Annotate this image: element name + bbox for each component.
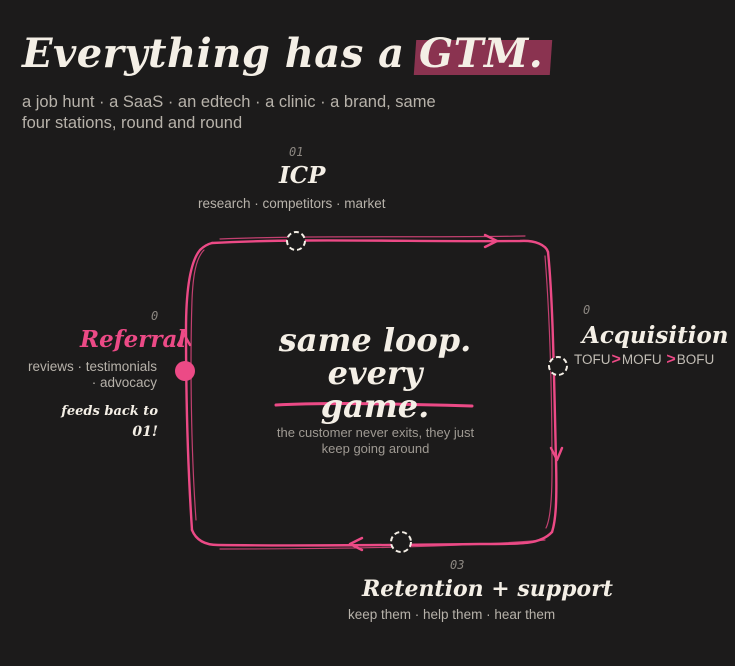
title-highlight: GTM. [419,30,544,77]
referral-desc-line1: reviews · testimonials [27,359,157,374]
acquisition-marker [548,356,568,376]
loop-bottom-edge [190,528,554,547]
center-underline [274,401,474,408]
center-line-1: same loop. [278,321,472,359]
subtitle: a job hunt · a SaaS · an edtech · a clin… [22,93,436,132]
loop-right-arrow [549,446,564,462]
acquisition-number: 0 [583,303,591,317]
funnel-bofu: BOFU [676,352,715,367]
referral-note-line1: feeds back to [61,404,158,419]
referral-desc-line2: · advocacy [91,375,157,390]
referral-note-line2: 01! [132,424,158,440]
acquisition-title: Acquisition [582,322,729,349]
loop-left-edge [184,241,214,532]
retention-number: 03 [450,558,465,572]
center-desc: the customer never exits, they just keep… [276,425,475,456]
loop-left-arrow [176,332,192,347]
icp-number: 01 [289,145,304,159]
title-text: Everything has a [22,30,405,77]
retention-title: Retention + support [362,576,613,602]
center-headline: same loop. every game. [270,324,480,423]
icp-title: ICP [279,162,326,189]
referral-marker [175,361,195,381]
loop-right-edge [546,250,558,534]
funnel-arrow-icon: > [611,351,621,368]
loop-top-edge [210,239,550,254]
icp-marker [286,231,306,251]
funnel-mofu: MOFU [621,352,662,367]
icp-desc: research · competitors · market [198,196,386,211]
referral-title: Referral [80,326,187,353]
retention-desc: keep them · help them · hear them [348,607,556,622]
page-title: Everything has a GTM. [22,30,543,77]
retention-marker [390,531,412,553]
funnel-arrow-icon: > [666,351,676,368]
acquisition-funnel: TOFU>MOFU >BOFU [574,351,714,369]
center-line-2: every game. [320,354,430,425]
referral-number: 0 [151,309,159,323]
funnel-tofu: TOFU [574,352,611,367]
